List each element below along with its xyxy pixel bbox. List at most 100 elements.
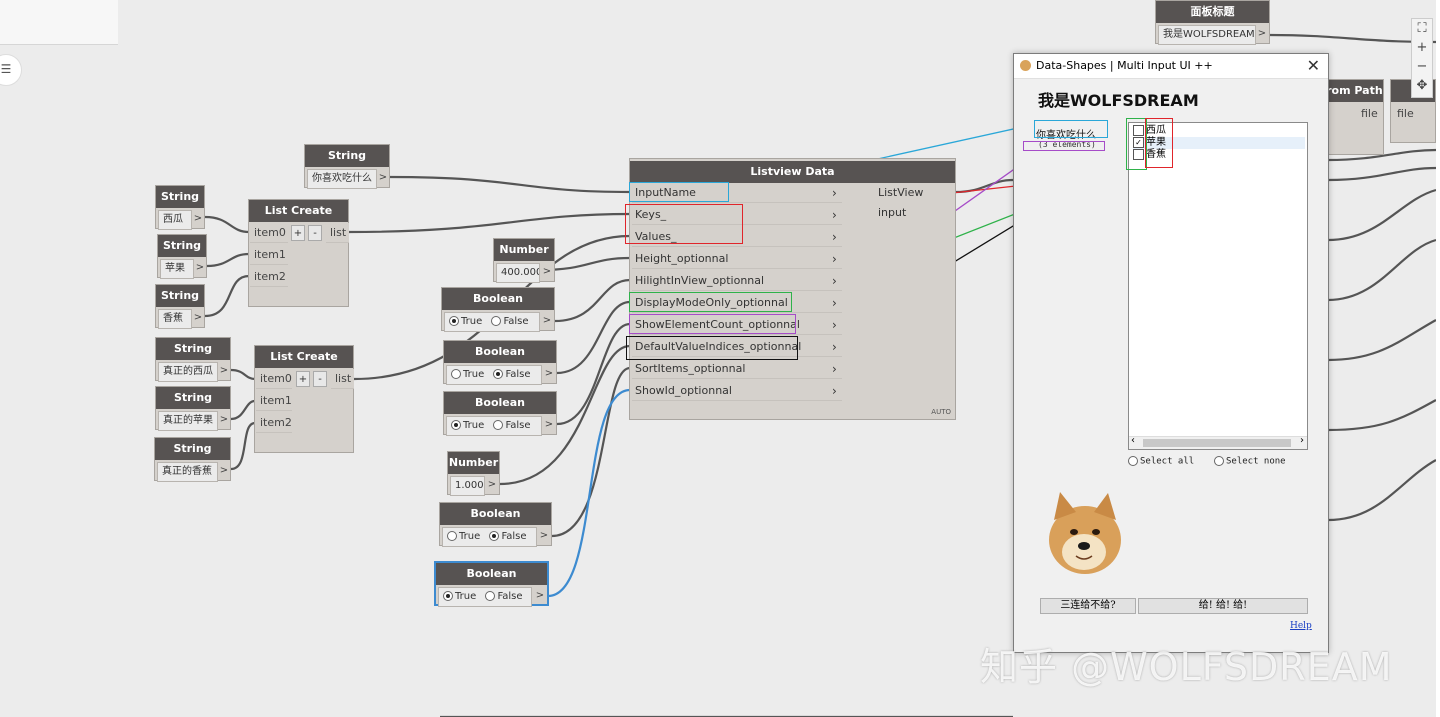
input-port-item2[interactable]: item2 [250,267,288,287]
remove-input-button[interactable]: - [313,371,327,387]
menu-icon[interactable]: ☰ [0,54,22,86]
boolean-toggle[interactable]: True False [446,365,542,385]
radio-false[interactable] [493,369,504,379]
string-node-key-2[interactable]: String 苹果 > [157,234,207,279]
number-value-field[interactable]: 400.000 [496,263,540,283]
output-arrow-icon[interactable]: > [535,590,545,601]
boolean-toggle[interactable]: True False [446,416,542,436]
boolean-node-3[interactable]: Boolean True False > [443,391,557,436]
string-node-value-2[interactable]: String 真正的苹果 > [155,386,231,431]
scroll-right-icon[interactable]: › [1300,435,1304,446]
add-input-button[interactable]: + [291,225,305,241]
string-value-field[interactable]: 真正的香蕉 [157,462,218,482]
input-port-keys[interactable]: Keys_› [632,205,842,225]
output-arrow-icon[interactable]: > [542,315,552,326]
output-port-list[interactable]: list [326,223,349,243]
radio-true[interactable] [447,531,457,541]
listview-data-node[interactable]: Listview Data InputName› Keys_› Values_›… [629,158,956,420]
string-node-key-1[interactable]: String 西瓜 > [155,185,205,230]
radio-select-none[interactable] [1214,456,1224,466]
input-port-default[interactable]: DefaultValueIndices_optionnal› [632,337,842,357]
horizontal-scrollbar[interactable]: ‹ › [1129,435,1307,449]
output-arrow-icon[interactable]: > [378,172,388,183]
scroll-left-icon[interactable]: ‹ [1131,435,1135,446]
help-link[interactable]: Help [1290,621,1312,631]
panel-title-node[interactable]: 面板标题 我是WOLFSDREAM > [1155,0,1270,45]
list-create-node-keys[interactable]: List Create item0 item1 item2 + - list [248,199,349,307]
radio-true[interactable] [451,369,461,379]
output-arrow-icon[interactable]: > [542,266,552,277]
list-create-node-values[interactable]: List Create item0 item1 item2 + - list [254,345,354,453]
input-port-item0[interactable]: item0 [256,369,292,389]
input-port-values[interactable]: Values_› [632,227,842,247]
input-port-item2[interactable]: item2 [256,413,292,433]
listview-box[interactable]: 西瓜 ✓苹果 香蕉 ‹ › [1128,122,1308,450]
input-port-file[interactable]: file [1361,107,1378,120]
output-arrow-icon[interactable]: > [219,414,229,425]
output-arrow-icon[interactable]: > [1257,28,1267,39]
string-node-value-1[interactable]: String 真正的西瓜 > [155,337,231,382]
radio-false[interactable] [485,591,496,601]
boolean-toggle[interactable]: True False [442,527,537,547]
input-port-height[interactable]: Height_optionnal› [632,249,842,269]
input-port-displaymode[interactable]: DisplayModeOnly_optionnal› [632,293,842,313]
zoom-in-icon[interactable]: + [1416,40,1428,55]
string-value-field[interactable]: 真正的苹果 [158,411,218,431]
output-arrow-icon[interactable]: > [219,465,229,476]
scroll-thumb[interactable] [1143,439,1291,447]
output-arrow-icon[interactable]: > [544,368,554,379]
boolean-node-2[interactable]: Boolean True False > [443,340,557,385]
output-port-list[interactable]: list [331,369,354,389]
output-arrow-icon[interactable]: > [539,530,549,541]
output-arrow-icon[interactable]: > [193,213,203,224]
radio-false[interactable] [489,531,500,541]
output-port-listview[interactable]: ListView input [878,186,924,219]
string-value-field[interactable]: 香蕉 [158,309,192,329]
select-all-option[interactable]: Select all [1128,456,1194,467]
input-port-item1[interactable]: item1 [256,391,292,411]
string-value-field[interactable]: 苹果 [160,259,194,279]
string-node-value-3[interactable]: String 真正的香蕉 > [154,437,231,482]
radio-true[interactable] [451,420,461,430]
close-icon[interactable]: ✕ [1306,56,1320,75]
list-item[interactable]: ✓苹果 [1133,137,1305,149]
checkbox[interactable] [1133,125,1144,136]
input-port-inputname[interactable]: InputName› [632,183,842,203]
remove-input-button[interactable]: - [308,225,322,241]
string-value-field[interactable]: 西瓜 [158,210,192,230]
add-input-button[interactable]: + [296,371,310,387]
left-choice-button[interactable]: 三连给不给? [1040,598,1136,614]
output-arrow-icon[interactable]: > [487,479,497,490]
string-value-field[interactable]: 真正的西瓜 [158,362,218,382]
input-port-item0[interactable]: item0 [250,223,288,243]
boolean-node-5[interactable]: Boolean True False > [434,561,549,607]
checkbox[interactable]: ✓ [1133,137,1144,148]
output-arrow-icon[interactable]: > [195,262,205,273]
boolean-node-1[interactable]: Boolean True False > [441,287,555,332]
output-arrow-icon[interactable]: > [193,312,203,323]
radio-select-all[interactable] [1128,456,1138,466]
input-port-hilight[interactable]: HilightInView_optionnal› [632,271,842,291]
fit-view-icon[interactable]: ⛶ [1417,21,1427,36]
number-node-height[interactable]: Number 400.000 > [493,238,555,283]
radio-false[interactable] [491,316,502,326]
checkbox[interactable] [1133,149,1144,160]
number-node-default-index[interactable]: Number 1.000 > [447,451,500,496]
input-port-file[interactable]: file [1397,107,1414,120]
input-port-sort[interactable]: SortItems_optionnal› [632,359,842,379]
string-node-prompt[interactable]: String 你喜欢吃什么 > [304,144,390,189]
boolean-toggle[interactable]: True False [438,587,532,607]
right-choice-button[interactable]: 给! 给! 给! [1138,598,1308,614]
zoom-out-icon[interactable]: − [1416,59,1428,74]
input-port-showid[interactable]: ShowId_optionnal› [632,381,842,401]
list-item[interactable]: 西瓜 [1133,125,1305,137]
pan-icon[interactable]: ✥ [1416,78,1428,93]
string-value-field[interactable]: 我是WOLFSDREAM [1158,25,1256,45]
list-item[interactable]: 香蕉 [1133,149,1305,161]
boolean-node-4[interactable]: Boolean True False > [439,502,552,547]
output-arrow-icon[interactable]: > [544,419,554,430]
input-port-item1[interactable]: item1 [250,245,288,265]
string-node-key-3[interactable]: String 香蕉 > [155,284,205,329]
number-value-field[interactable]: 1.000 [450,476,485,496]
